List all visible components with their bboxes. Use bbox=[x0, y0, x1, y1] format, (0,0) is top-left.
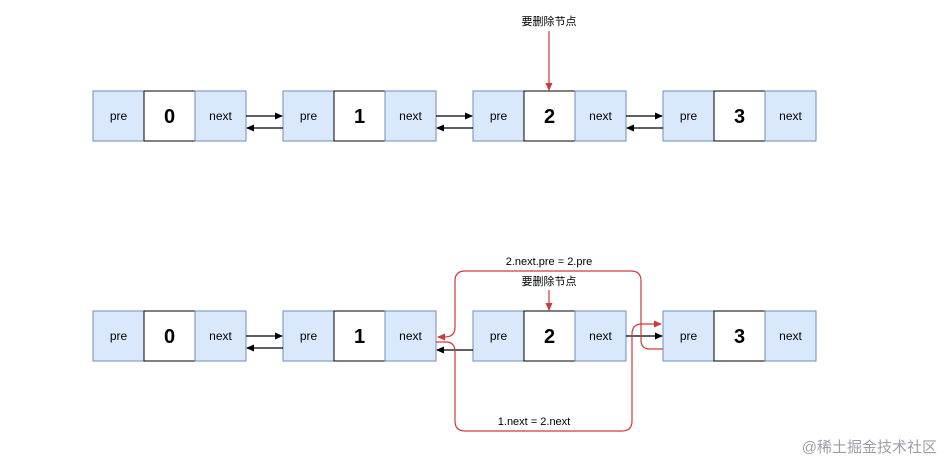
top-node-2-value-cell bbox=[523, 90, 576, 142]
top-node-3-value: 3 bbox=[734, 106, 745, 128]
top-node-1-value: 1 bbox=[354, 106, 365, 128]
top-node-1-value-cell bbox=[333, 90, 386, 142]
bottom-node-0-pre-label: pre bbox=[110, 329, 128, 343]
top-node-0-value: 0 bbox=[164, 106, 175, 128]
top-node-3-pre-label: pre bbox=[680, 109, 698, 123]
bottom-node-3-pre-label: pre bbox=[680, 329, 698, 343]
bottom-node-3-value: 3 bbox=[734, 326, 745, 348]
top-node-3-next-cell bbox=[764, 90, 817, 142]
top-node-0-next-label: next bbox=[209, 109, 232, 123]
bottom-delete-label: 要删除节点 bbox=[522, 274, 577, 288]
bottom-node-2-pre-cell bbox=[472, 310, 525, 362]
top-node-0: pre 0 next bbox=[92, 90, 247, 142]
bottom-link-3-pre-to-1 bbox=[437, 270, 663, 350]
top-node-0-pre-cell bbox=[92, 90, 145, 142]
bottom-node-2-value-cell bbox=[523, 310, 576, 362]
top-node-3: pre 3 next bbox=[662, 90, 817, 142]
top-node-1-next-label: next bbox=[399, 109, 422, 123]
top-node-0-value-cell bbox=[143, 90, 196, 142]
top-node-0-pre-label: pre bbox=[110, 109, 128, 123]
bottom-node-0-value: 0 bbox=[164, 326, 175, 348]
bottom-node-2-pre-label: pre bbox=[490, 329, 508, 343]
bottom-node-0-pre-cell bbox=[92, 310, 145, 362]
bottom-node-1: pre 1 next bbox=[282, 310, 437, 362]
bottom-node-1-pre-cell bbox=[282, 310, 335, 362]
top-node-1-pre-label: pre bbox=[300, 109, 318, 123]
bottom-node-1-next-label: next bbox=[399, 329, 422, 343]
top-node-2-pre-label: pre bbox=[490, 109, 508, 123]
top-node-2: pre 2 next bbox=[472, 90, 627, 142]
bottom-op-top-label: 2.next.pre = 2.pre bbox=[506, 256, 593, 268]
top-node-1: pre 1 next bbox=[282, 90, 437, 142]
top-node-0-next-cell bbox=[194, 90, 247, 142]
bottom-node-1-pre-label: pre bbox=[300, 329, 318, 343]
bottom-node-1-next-cell bbox=[384, 310, 437, 362]
top-node-2-next-cell bbox=[574, 90, 627, 142]
bottom-node-2-next-label: next bbox=[589, 329, 612, 343]
top-node-3-next-label: next bbox=[779, 109, 802, 123]
top-list: pre 0 next pre 1 next pre 2 next pre bbox=[92, 14, 817, 142]
bottom-link-1-next-to-3 bbox=[436, 320, 662, 432]
bottom-list: pre 0 next pre 1 next pre 2 next pre bbox=[92, 256, 817, 432]
bottom-node-1-value-cell bbox=[333, 310, 386, 362]
bottom-op-bottom-label: 1.next = 2.next bbox=[498, 416, 570, 428]
bottom-node-3-value-cell bbox=[713, 310, 766, 362]
top-node-2-pre-cell bbox=[472, 90, 525, 142]
bottom-node-1-value: 1 bbox=[354, 326, 365, 348]
bottom-node-3-next-label: next bbox=[779, 329, 802, 343]
top-node-1-next-cell bbox=[384, 90, 437, 142]
bottom-node-2-next-cell bbox=[574, 310, 627, 362]
bottom-node-3-pre-cell bbox=[662, 310, 715, 362]
bottom-node-2: pre 2 next bbox=[472, 310, 627, 362]
top-node-2-next-label: next bbox=[589, 109, 612, 123]
bottom-node-0-next-cell bbox=[194, 310, 247, 362]
top-node-2-value: 2 bbox=[544, 106, 555, 128]
bottom-node-0: pre 0 next bbox=[92, 310, 247, 362]
bottom-node-0-next-label: next bbox=[209, 329, 232, 343]
watermark-text: @稀土掘金技术社区 bbox=[802, 439, 937, 456]
top-delete-label: 要删除节点 bbox=[522, 14, 577, 28]
bottom-node-3: pre 3 next bbox=[662, 310, 817, 362]
bottom-node-2-value: 2 bbox=[544, 326, 555, 348]
top-node-3-pre-cell bbox=[662, 90, 715, 142]
bottom-node-3-next-cell bbox=[764, 310, 817, 362]
bottom-node-0-value-cell bbox=[143, 310, 196, 362]
